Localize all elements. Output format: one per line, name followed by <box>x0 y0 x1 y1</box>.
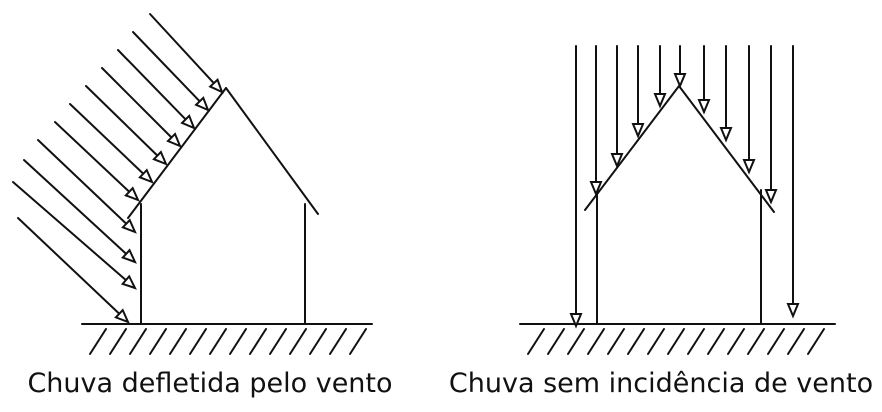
hatch-mark <box>229 328 247 355</box>
hatch-mark <box>309 328 327 355</box>
rain-arrow-vertical <box>631 45 645 139</box>
rain-streak <box>132 31 201 103</box>
rain-streak <box>101 67 173 139</box>
hatch-mark <box>329 328 347 355</box>
hatch-mark <box>807 328 825 355</box>
ground-hatching <box>527 328 825 355</box>
rain-arrow-deflected <box>132 31 210 112</box>
arrowhead <box>194 96 210 112</box>
hatch-mark <box>647 328 665 355</box>
hatch-mark <box>169 328 187 355</box>
hatch-mark <box>109 328 127 355</box>
rain-arrow-vertical <box>653 45 667 109</box>
rain-arrow-vertical <box>764 45 778 205</box>
left-panel-wind-deflected-rain <box>12 13 373 355</box>
rain-arrow-deflected <box>12 181 137 290</box>
roof-windward <box>127 87 227 219</box>
hatch-mark <box>149 328 167 355</box>
rain-streak <box>85 85 159 157</box>
rain-arrow-deflected <box>85 85 168 166</box>
rain-arrow-vertical <box>610 45 624 169</box>
hatch-mark <box>767 328 785 355</box>
right-panel-vertical-rain <box>519 45 836 355</box>
arrowhead <box>653 93 667 109</box>
caption-wind-deflected-rain: Chuva defletida pelo vento <box>27 368 393 399</box>
arrowhead <box>120 274 137 290</box>
rain-arrow-deflected <box>101 67 182 148</box>
arrowhead <box>742 159 756 175</box>
arrowhead <box>786 303 800 319</box>
hatch-mark <box>209 328 227 355</box>
hatch-mark <box>527 328 545 355</box>
hatch-mark <box>89 328 107 355</box>
hatch-mark <box>587 328 605 355</box>
rain-arrow-deflected <box>69 103 154 184</box>
hatch-mark <box>547 328 565 355</box>
rain-arrow-vertical <box>697 45 711 115</box>
rain-arrow-deflected <box>54 121 140 202</box>
arrowhead <box>121 218 137 234</box>
arrowhead <box>764 189 778 205</box>
rain-arrow-deflected <box>37 139 137 234</box>
hatch-mark <box>249 328 267 355</box>
caption-no-wind-rain: Chuva sem incidência de vento <box>448 368 874 399</box>
arrowhead <box>673 73 687 89</box>
hatch-mark <box>289 328 307 355</box>
rain-streak <box>17 217 121 315</box>
roof-leeward <box>225 87 319 215</box>
hatch-mark <box>787 328 805 355</box>
roof-right-slope <box>678 85 775 213</box>
rain-streak <box>69 103 145 175</box>
arrowhead <box>152 150 168 166</box>
rain-streak <box>54 121 131 193</box>
hatch-mark <box>189 328 207 355</box>
hatch-mark <box>607 328 625 355</box>
arrowhead <box>114 308 130 324</box>
ground-hatching <box>89 328 367 355</box>
house-right <box>584 85 775 325</box>
arrowhead <box>569 313 583 329</box>
arrowhead <box>124 186 140 202</box>
arrowhead <box>138 168 154 184</box>
rain-streak <box>117 49 187 121</box>
arrowhead <box>719 127 733 143</box>
arrowhead <box>589 181 603 197</box>
rain-arrow-deflected <box>149 13 224 94</box>
arrowhead <box>180 114 196 130</box>
rain-streak <box>149 13 215 85</box>
rain-arrow-deflected <box>117 49 196 130</box>
rain-arrow-deflected <box>17 217 130 324</box>
rain-streak <box>23 159 128 255</box>
arrowhead <box>121 248 137 264</box>
hatch-mark <box>269 328 287 355</box>
hatch-mark <box>687 328 705 355</box>
rain-streak <box>37 139 128 225</box>
hatch-mark <box>727 328 745 355</box>
rain-arrow-vertical <box>589 45 603 197</box>
rain-arrow-vertical <box>569 45 583 329</box>
hatch-mark <box>567 328 585 355</box>
hatch-mark <box>129 328 147 355</box>
hatch-mark <box>667 328 685 355</box>
arrowhead <box>610 153 624 169</box>
rain-arrow-vertical <box>786 45 800 319</box>
arrowhead <box>697 99 711 115</box>
arrowhead <box>631 123 645 139</box>
rain-arrow-vertical <box>673 45 687 89</box>
hatch-mark <box>349 328 367 355</box>
hatch-mark <box>747 328 765 355</box>
house-left <box>127 87 319 325</box>
hatch-mark <box>707 328 725 355</box>
rain-arrow-deflected <box>23 159 137 264</box>
arrowhead <box>166 132 182 148</box>
roof-left-slope <box>584 85 680 211</box>
hatch-mark <box>627 328 645 355</box>
rain-arrow-vertical <box>719 45 733 143</box>
rain-arrow-vertical <box>742 45 756 175</box>
arrowhead <box>208 78 224 94</box>
rain-streak <box>12 181 127 282</box>
